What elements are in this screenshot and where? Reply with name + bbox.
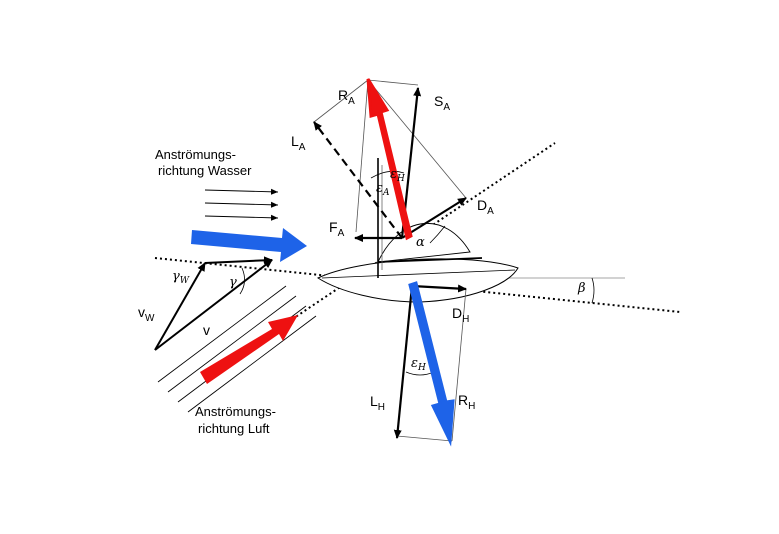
fa-label: FA [329,219,345,239]
construction-line [396,435,453,442]
velocity-triangle [154,256,273,351]
dh-vector [411,284,467,293]
alpha-label: α [416,235,425,250]
water-caption-line2: richtung Wasser [158,163,252,178]
la-label: LA [291,133,306,153]
rh-arrow [408,281,455,447]
epsilon-a-arc [370,170,405,179]
beta-label: β [577,281,586,296]
construction-line [313,79,369,123]
dh-label: DH [452,305,469,325]
rh-label: RH [458,392,475,412]
da-vector [401,197,467,239]
ra-label: RA [338,87,355,107]
gamma-w-label: γW [172,269,190,286]
sa-label: SA [434,93,450,113]
air-caption-line1: Anströmungs- [195,404,276,419]
water-flow-lines [204,188,279,221]
boom [377,257,483,263]
construction-line [451,288,467,442]
la-vector [313,121,403,239]
vw-label: vW [138,304,155,324]
lh-vector [393,285,414,439]
air-caption-line2: richtung Luft [198,421,270,436]
lh-label: LH [370,393,385,413]
beta-arc [591,277,595,304]
water-direction-arrow [191,228,307,262]
hull-centerline [321,269,516,279]
water-caption-line1: Anströmungs- [155,147,236,162]
epsilon-h-top-label: εH [390,167,405,184]
alpha-arc [429,225,446,244]
construction-line [367,79,419,86]
gamma-label: γ [229,275,237,290]
da-label: DA [477,197,494,217]
construction-line [355,79,369,233]
epsilon-a-label: εA [376,181,390,198]
construction-line [367,79,467,199]
ra-arrow [366,78,413,241]
epsilon-h-label: εH [411,356,426,373]
air-direction-arrow [200,315,298,384]
v-label: v [203,322,210,338]
